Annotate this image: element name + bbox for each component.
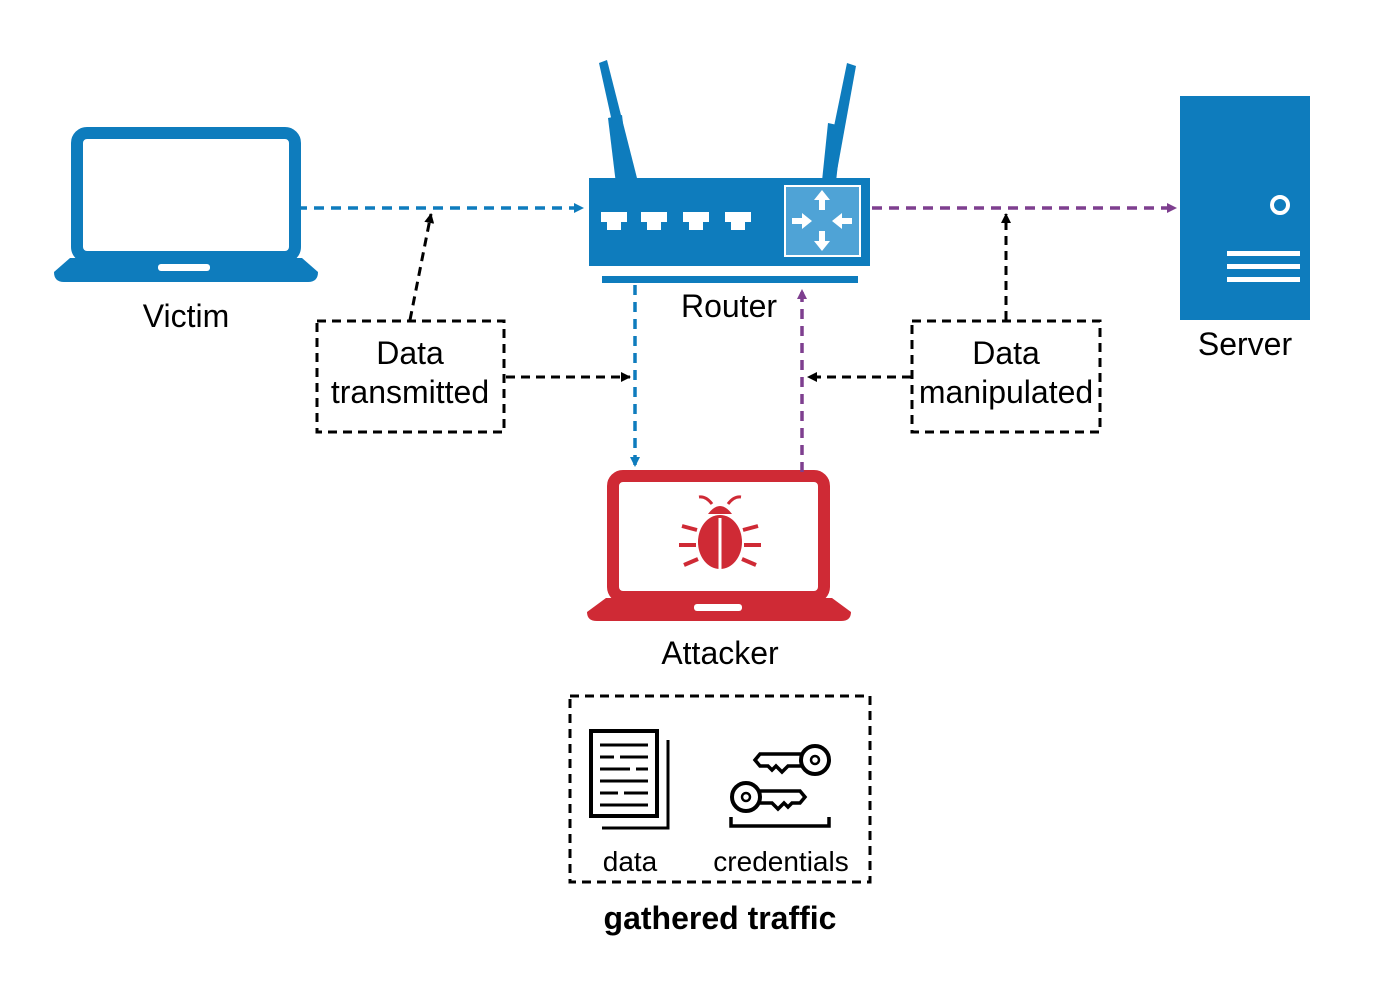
document-icon [589, 729, 670, 830]
credentials-caption: credentials [713, 846, 848, 877]
keys-icon [729, 744, 831, 828]
victim-laptop-icon [54, 127, 318, 282]
data-caption: data [603, 846, 658, 877]
victim-label: Victim [143, 298, 230, 334]
server-label: Server [1198, 326, 1293, 362]
data-manipulated-box [910, 319, 1102, 434]
attacker-laptop-icon [587, 470, 851, 621]
attacker-label: Attacker [661, 635, 779, 671]
transmitted-pointer-arrow [408, 213, 435, 321]
data-manipulated-line2: manipulated [919, 374, 1093, 410]
bug-icon [679, 495, 761, 569]
server-icon [1180, 96, 1310, 320]
data-transmitted-line1: Data [376, 335, 444, 371]
data-transmitted-box [315, 319, 506, 434]
gathered-traffic-title: gathered traffic [604, 900, 837, 936]
data-transmitted-line2: transmitted [331, 374, 489, 410]
router-icon [589, 60, 870, 283]
gathered-traffic-box [568, 694, 872, 884]
router-label: Router [681, 288, 777, 324]
data-manipulated-line1: Data [972, 335, 1040, 371]
